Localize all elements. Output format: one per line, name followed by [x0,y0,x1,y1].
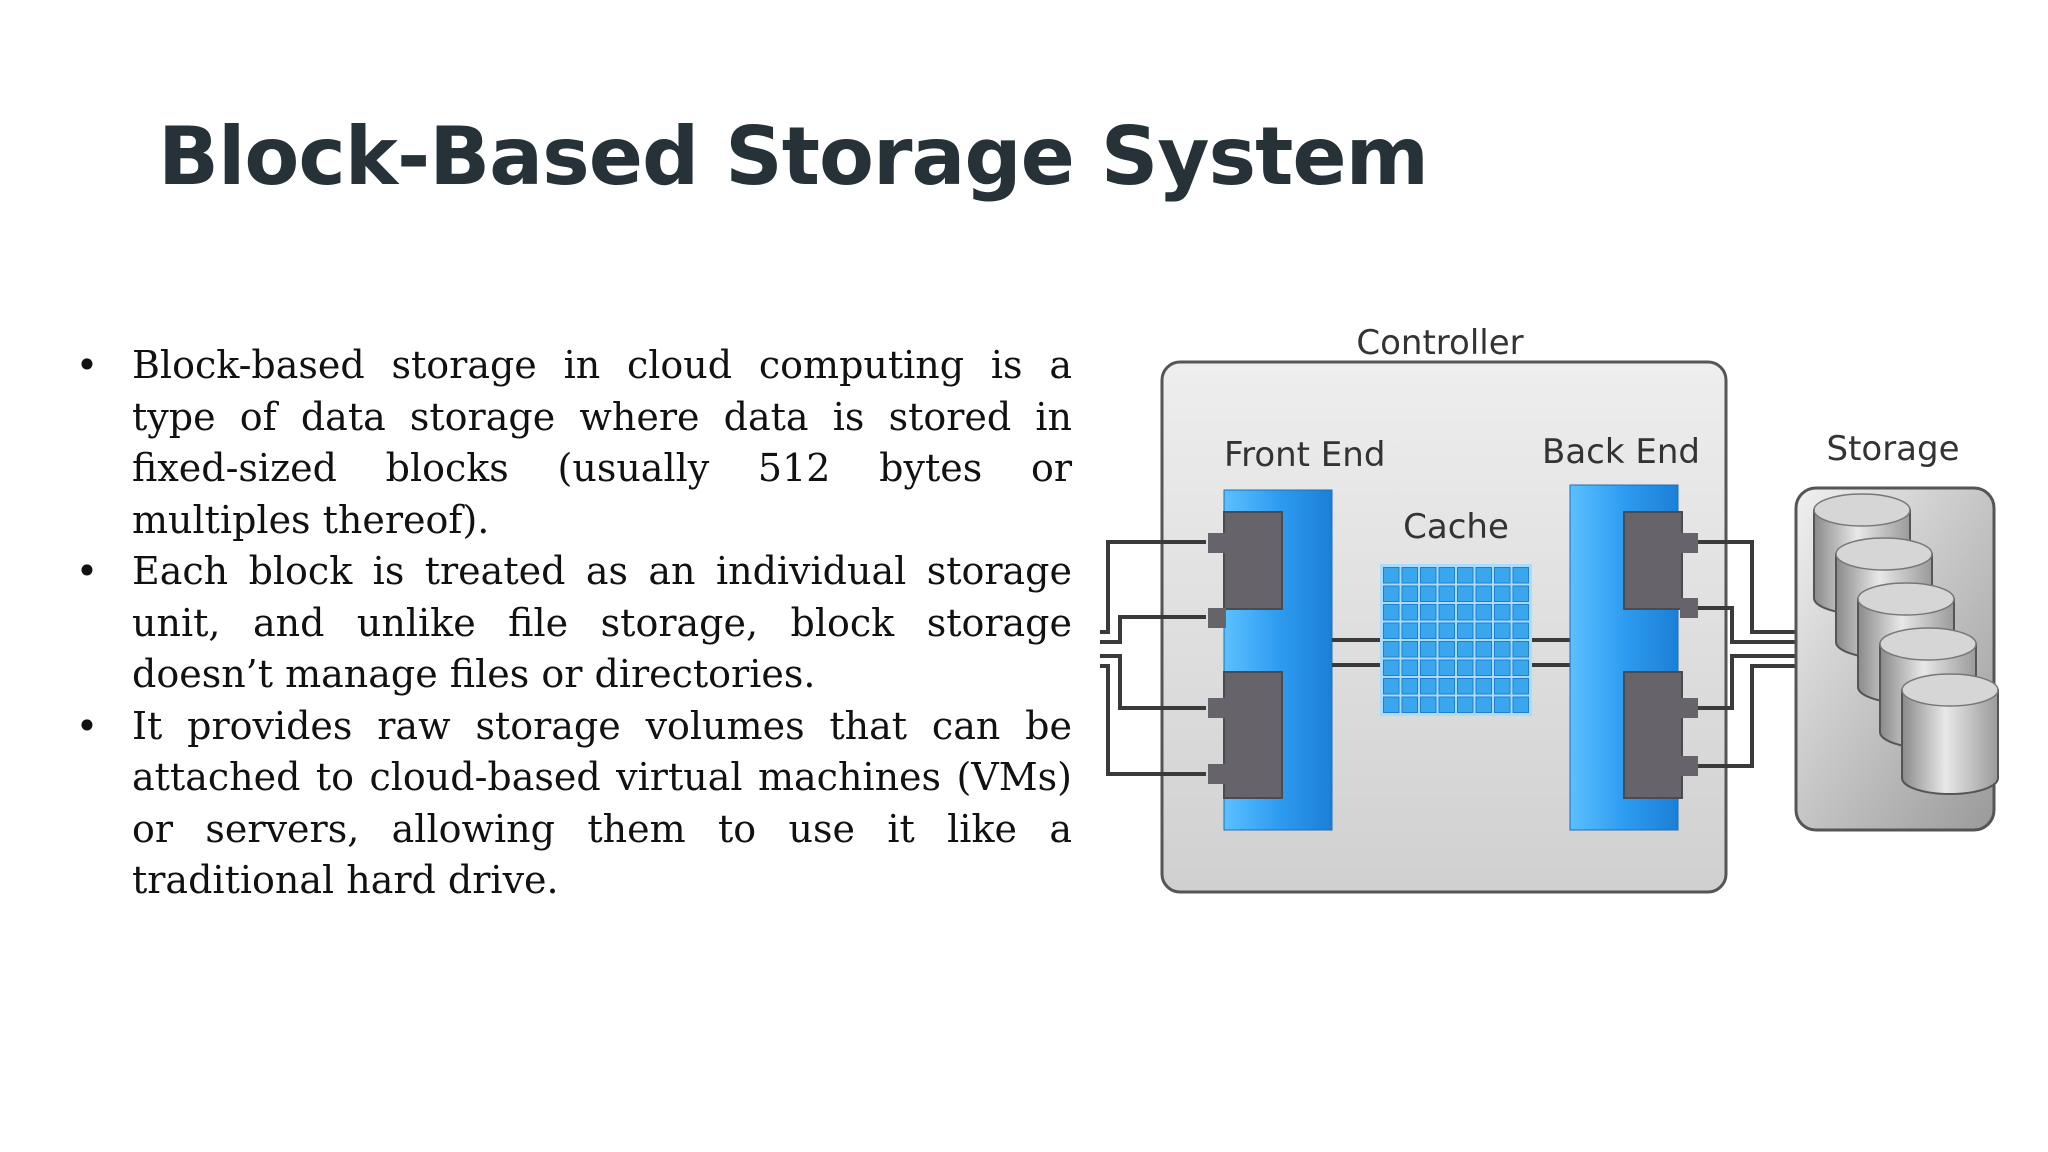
cache-cell [1383,659,1400,676]
cache-cell [1383,585,1400,602]
cache-cell [1401,567,1418,584]
cache-cell [1475,641,1492,658]
block-storage-diagram: Controller Front End Cac [1100,323,1999,894]
cache-cell [1494,604,1511,621]
front-end-ports [1208,511,1283,799]
cache-cell [1438,641,1455,658]
cache-cell [1494,622,1511,639]
cache-cell [1401,696,1418,713]
disk-stack [1813,493,1999,795]
cache-cell [1438,696,1455,713]
cache-cell [1457,604,1474,621]
cache-cell [1475,567,1492,584]
cache-cell [1475,659,1492,676]
cache-cell [1512,622,1529,639]
cache-grid [1380,564,1532,716]
front-end-label: Front End [1224,435,1385,475]
cache-cell [1494,696,1511,713]
cache-cell [1494,678,1511,695]
cache-cell [1494,567,1511,584]
bullet-text: It provides raw storage volumes that can… [132,703,1072,903]
cache-cell [1420,585,1437,602]
cache-cell [1475,678,1492,695]
bullet-text: Each block is treated as an individual s… [132,549,1072,696]
cache-cell [1420,696,1437,713]
bullet-list: • Block-based storage in cloud computing… [72,340,1072,907]
slide-title: Block-Based Storage System [158,110,1429,203]
bullet-item: • Block-based storage in cloud computing… [72,340,1072,546]
cache-cell [1438,604,1455,621]
cache-cell [1401,659,1418,676]
cache-cell [1512,641,1529,658]
cache-cell [1512,567,1529,584]
cache-cell [1457,659,1474,676]
cache-cell [1401,641,1418,658]
cache-cell [1512,659,1529,676]
cache-cell [1457,696,1474,713]
cache-cell [1457,678,1474,695]
cache-cell [1475,585,1492,602]
back-end-ports [1623,511,1698,799]
cache-cell [1512,585,1529,602]
cache-cell [1383,696,1400,713]
cache-cell [1512,696,1529,713]
cache-cell [1383,678,1400,695]
cache-label: Cache [1403,507,1509,547]
cache-cell [1457,622,1474,639]
cache-cell [1401,678,1418,695]
cache-cell [1494,641,1511,658]
cache-cell [1457,567,1474,584]
cache-cell [1420,622,1437,639]
cache-cell [1457,641,1474,658]
cache-cell [1494,659,1511,676]
cache-cell [1438,585,1455,602]
cache-cell [1438,659,1455,676]
disk-icon [1901,673,1999,795]
cache-cell [1475,622,1492,639]
cache-cell [1420,604,1437,621]
controller-label: Controller [1356,323,1523,363]
cache-cell [1475,696,1492,713]
cache-cell [1383,641,1400,658]
cache-cell [1438,678,1455,695]
cache-cell [1401,585,1418,602]
cache-cell [1494,585,1511,602]
bullet-dot-icon: • [75,343,99,387]
bullet-dot-icon: • [75,549,99,593]
bullet-dot-icon: • [75,703,99,748]
cache-cell [1512,678,1529,695]
storage-connector-lines [1698,540,1795,768]
cache-cell [1383,622,1400,639]
cache-cell [1420,567,1437,584]
cache-cell [1457,585,1474,602]
cache-cell [1401,622,1418,639]
bullet-item: • It provides raw storage volumes that c… [72,701,1072,907]
cache-cell [1438,622,1455,639]
cache-cell [1401,604,1418,621]
back-end-label: Back End [1542,432,1700,472]
cache-cell [1420,678,1437,695]
cache-cell [1383,604,1400,621]
cache-cell [1420,659,1437,676]
cache-cell [1512,604,1529,621]
cache-cell [1475,604,1492,621]
host-connector-lines [1100,540,1206,776]
storage-label: Storage [1826,429,1959,469]
bullet-text: Block-based storage in cloud computing i… [132,343,1072,542]
cache-cell [1383,567,1400,584]
bullet-item: • Each block is treated as an individual… [72,546,1072,701]
cache-cell [1438,567,1455,584]
cache-cell [1420,641,1437,658]
